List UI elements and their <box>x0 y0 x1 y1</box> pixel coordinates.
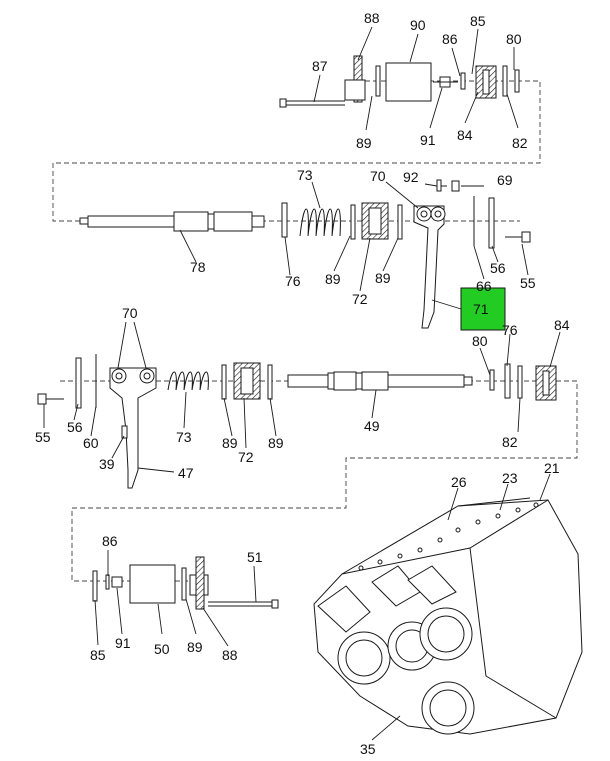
callout-87: 87 <box>312 58 328 74</box>
part-89-seal-ring-row2b[interactable] <box>397 204 403 240</box>
callout-72-b: 72 <box>238 449 254 465</box>
part-69-screw[interactable] <box>451 180 460 192</box>
part-76-pin-row3[interactable] <box>504 363 511 399</box>
callout-49: 49 <box>364 418 380 434</box>
part-84-bearing[interactable] <box>475 65 497 99</box>
part-89-seal-ring-row3a[interactable] <box>221 364 227 400</box>
part-55-screw[interactable] <box>505 231 531 243</box>
callout-92: 92 <box>403 169 419 185</box>
callout-88-a: 88 <box>364 10 380 26</box>
part-56-plate[interactable] <box>488 197 495 249</box>
callout-78: 78 <box>190 259 206 275</box>
row2-leaders <box>179 181 529 292</box>
part-50-cylinder-sleeve[interactable] <box>129 564 176 604</box>
part-76-pin[interactable] <box>281 202 288 238</box>
callout-labels: 88 90 85 86 80 87 89 91 84 82 92 69 73 7… <box>35 10 570 757</box>
callout-84-b: 84 <box>554 317 570 333</box>
part-51-long-bolt[interactable] <box>208 599 279 609</box>
callout-89-c: 89 <box>375 270 391 286</box>
callout-86-a: 86 <box>442 31 458 47</box>
part-80-snap-ring-row3[interactable] <box>489 369 495 391</box>
callout-69: 69 <box>497 172 513 188</box>
part-85-pin-row4[interactable] <box>92 570 98 602</box>
part-72-bushing-row3[interactable] <box>233 362 261 400</box>
callout-71: 71 <box>473 301 489 317</box>
part-80-snap-ring[interactable] <box>514 69 520 93</box>
part-70-rocker-lever[interactable] <box>413 205 446 329</box>
callout-73-b: 73 <box>176 429 192 445</box>
callout-70-a: 70 <box>370 168 386 184</box>
part-86-washer-row4[interactable] <box>105 574 110 590</box>
part-85-pin[interactable] <box>460 72 466 90</box>
callout-84-a: 84 <box>457 127 473 143</box>
callout-76-a: 76 <box>285 273 301 289</box>
row4-leaders <box>94 550 257 647</box>
callout-35: 35 <box>360 741 376 757</box>
part-70-rocker-lever-row3[interactable] <box>109 367 157 489</box>
part-89-seal-ring-row4[interactable] <box>181 567 187 601</box>
port-bosses <box>317 565 457 633</box>
callout-86-b: 86 <box>102 533 118 549</box>
callout-50: 50 <box>154 641 170 657</box>
callout-91-b: 91 <box>115 635 131 651</box>
bores <box>337 607 475 735</box>
part-89-seal-ring-row3b[interactable] <box>267 364 273 400</box>
callout-21: 21 <box>544 460 560 476</box>
part-91-nut[interactable] <box>433 76 458 88</box>
callout-85-b: 85 <box>90 647 106 663</box>
part-89-seal-ring-row2a[interactable] <box>350 204 356 240</box>
callout-89-b: 89 <box>325 271 341 287</box>
callout-89-f: 89 <box>187 639 203 655</box>
part-88-pump-gear-housing-row4[interactable] <box>189 556 209 610</box>
callout-55-a: 55 <box>520 275 536 291</box>
callout-23: 23 <box>502 470 518 486</box>
callout-91-a: 91 <box>420 132 436 148</box>
part-72-bushing[interactable] <box>361 202 389 240</box>
part-91-nut-row4[interactable] <box>111 576 123 588</box>
part-73-spring[interactable] <box>299 208 341 237</box>
part-89-seal-ring[interactable] <box>375 65 381 97</box>
part-49-shaft[interactable] <box>287 371 473 391</box>
callout-82-b: 82 <box>502 434 518 450</box>
callout-76-b: 76 <box>502 322 518 338</box>
callout-39: 39 <box>99 456 115 472</box>
row3-leaders <box>43 321 561 473</box>
part-55-screw-row3[interactable] <box>37 393 64 405</box>
callout-73-a: 73 <box>297 167 313 183</box>
callout-51: 51 <box>247 549 263 565</box>
callout-89-a: 89 <box>356 135 372 151</box>
housing-leaders <box>371 473 551 741</box>
part-82-ring[interactable] <box>502 65 508 97</box>
callout-56-a: 56 <box>490 260 506 276</box>
callout-80-b: 80 <box>472 333 488 349</box>
part-73-spring-row3[interactable] <box>167 371 209 391</box>
callout-88-b: 88 <box>222 647 238 663</box>
callout-72-a: 72 <box>352 291 368 307</box>
part-56-plate-row3[interactable] <box>75 357 82 409</box>
callout-56-b: 56 <box>67 419 83 435</box>
callout-55-b: 55 <box>35 429 51 445</box>
callout-47: 47 <box>178 465 194 481</box>
part-90-cylinder-sleeve[interactable] <box>385 62 432 102</box>
callout-70-b: 70 <box>122 305 138 321</box>
callout-80-a: 80 <box>506 31 522 47</box>
part-92-plug[interactable] <box>436 179 447 192</box>
callout-82-a: 82 <box>512 135 528 151</box>
callout-60: 60 <box>83 435 99 451</box>
callout-89-e: 89 <box>268 435 284 451</box>
callout-85-a: 85 <box>470 13 486 29</box>
callout-90: 90 <box>410 17 426 33</box>
callout-89-d: 89 <box>222 435 238 451</box>
part-87-long-bolt[interactable] <box>279 98 345 108</box>
row1-leaders <box>313 26 519 131</box>
part-84-bearing-row3[interactable] <box>535 365 557 401</box>
callout-26: 26 <box>451 474 467 490</box>
part-78-shaft[interactable] <box>79 211 265 232</box>
top-bolt-holes <box>358 502 539 571</box>
part-21-pump-housing[interactable] <box>313 497 583 735</box>
part-82-ring-row3[interactable] <box>517 365 523 399</box>
part-88-pump-gear-housing[interactable] <box>344 55 366 103</box>
callout-66: 66 <box>476 278 492 294</box>
